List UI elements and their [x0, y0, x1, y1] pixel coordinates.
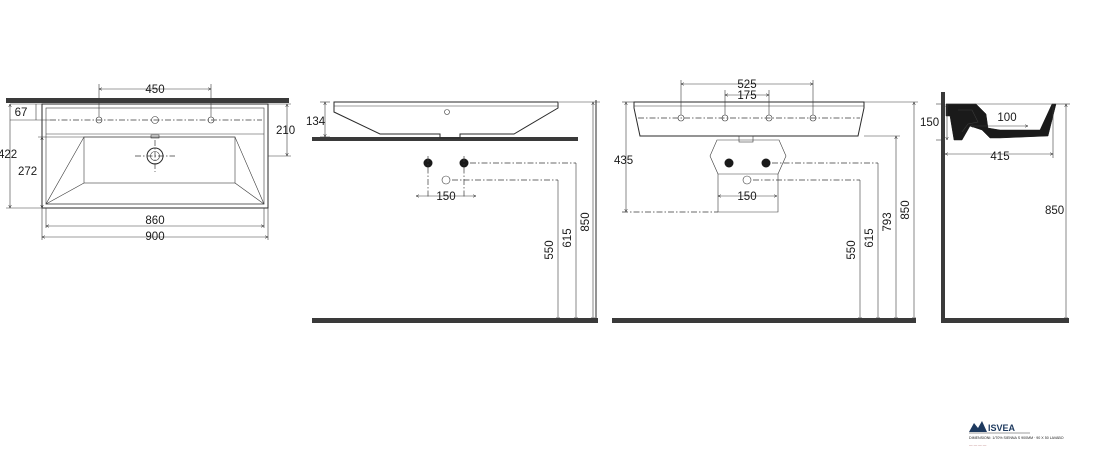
front-basin-outline	[633, 101, 865, 137]
profile-view: 150 100 415 850	[920, 92, 1070, 323]
dim-bowl-depth: 272	[18, 166, 37, 178]
dim-profile-415: 415	[990, 151, 1009, 163]
front-view: 525 175 435 150 550 615 793 850	[612, 79, 918, 323]
top-view: 450 67 422 272 210 860 900	[0, 84, 295, 243]
brand-name: ISVEA	[988, 423, 1016, 433]
dim-175: 175	[737, 90, 756, 102]
wall-hatch	[6, 98, 289, 103]
logo-caption-1: DIMENSIONI: 1/70% SIENNA S 900MM · 90 X …	[969, 436, 1064, 440]
dim-rear: 210	[276, 125, 295, 137]
dim-front-edge: 67	[15, 107, 28, 119]
pipe-hot	[423, 158, 433, 168]
profile-floor	[941, 318, 1069, 323]
front-floor	[612, 318, 916, 323]
support-bracket	[709, 139, 787, 213]
dim-profile-850: 850	[1045, 205, 1064, 217]
brand-logo: ISVEA DIMENSIONI: 1/70% SIENNA S 900MM ·…	[969, 421, 1064, 447]
profile-wall	[941, 92, 945, 323]
dim-front-793: 793	[882, 212, 894, 231]
dim-profile-150: 150	[920, 117, 939, 129]
dim-profile-100: 100	[997, 112, 1016, 124]
bowl-outline	[45, 136, 265, 205]
pipe-cold	[459, 158, 469, 168]
dim-side-850: 850	[580, 212, 592, 231]
dim-525: 525	[737, 79, 756, 91]
dim-side-615: 615	[562, 228, 574, 247]
front-waste-outlet	[742, 175, 752, 185]
dim-front-550: 550	[846, 240, 858, 259]
dim-total-width: 900	[145, 231, 164, 243]
side-floor	[312, 318, 598, 323]
dim-side-550: 550	[544, 240, 556, 259]
tap-hole-center	[151, 116, 159, 124]
counter-hatch	[312, 137, 578, 141]
logo-mark-icon	[969, 421, 987, 432]
dim-435: 435	[614, 155, 633, 167]
logo-caption-2: — — — —	[969, 443, 987, 447]
front-pipe-cold	[761, 158, 771, 168]
front-pipe-hot	[724, 158, 734, 168]
dim-depth: 422	[0, 149, 17, 161]
dim-front-615: 615	[864, 228, 876, 247]
dim-side-pipe-spacing: 150	[436, 191, 455, 203]
waste-outlet	[441, 175, 451, 185]
dim-side-height: 134	[306, 116, 326, 128]
dim-front-850: 850	[900, 200, 912, 219]
dim-tap-spacing: 450	[145, 84, 164, 96]
dim-front-pipe-spacing: 150	[737, 191, 756, 203]
dim-bowl-width: 860	[145, 215, 164, 227]
side-basin-outline	[333, 101, 559, 139]
side-view: 134 150 550 615 850	[306, 100, 600, 323]
